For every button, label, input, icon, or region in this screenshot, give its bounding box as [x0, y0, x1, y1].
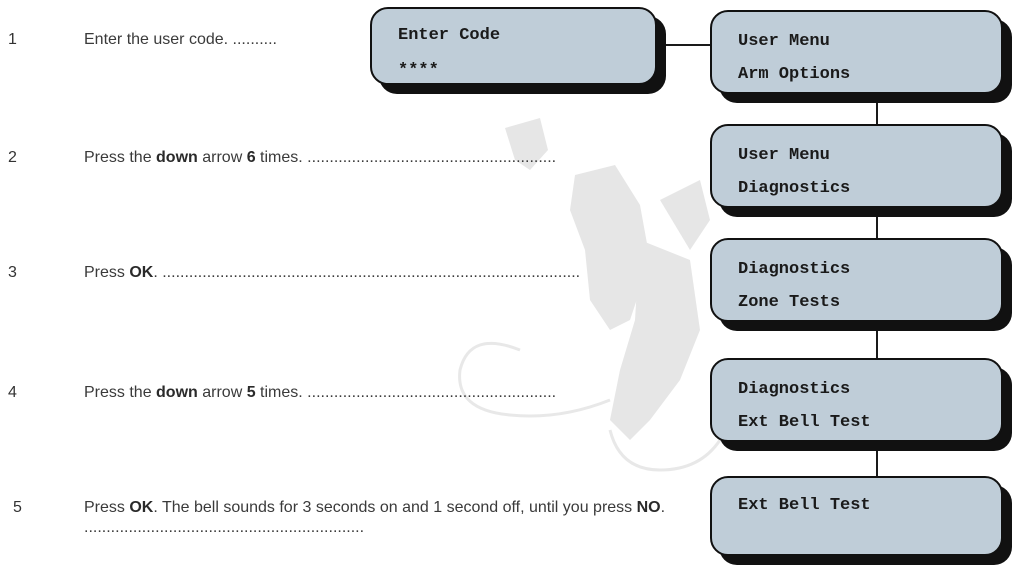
instruction-text: Press the [84, 384, 157, 401]
step-5-number: 5 [13, 499, 22, 516]
lcd-display-ext-bell-test: Ext Bell Test [710, 476, 1012, 565]
lcd-line-1: Ext Bell Test [738, 496, 871, 515]
instruction-text: Press [84, 499, 130, 516]
emphasis-text: 5 [246, 384, 256, 401]
lcd-display-ext-bell-test-menu: Diagnostics Ext Bell Test [710, 358, 1012, 451]
emphasis-text: NO [636, 499, 661, 516]
connector-line-4 [876, 444, 878, 480]
lcd-line-2: Zone Tests [738, 293, 841, 312]
emphasis-text: down [156, 149, 198, 166]
instruction-text: times. .................................… [255, 149, 557, 166]
emphasis-text: 6 [246, 149, 256, 166]
step-2-text: Press the down arrow 6 times. ..........… [84, 148, 684, 168]
instruction-text: Enter the user code. .......... [84, 31, 277, 48]
instruction-text: Press [84, 264, 130, 281]
step-2-number: 2 [8, 149, 17, 166]
lcd-line-1: Diagnostics [738, 380, 851, 399]
connector-line-1 [876, 100, 878, 130]
step-5-text: Press OK. The bell sounds for 3 seconds … [84, 498, 682, 540]
lcd-display-zone-tests: Diagnostics Zone Tests [710, 238, 1012, 331]
lcd-line-1: Enter Code [398, 26, 501, 45]
step-1-number: 1 [8, 31, 17, 48]
step-1-text: Enter the user code. .......... [84, 30, 364, 50]
instruction-text: . ......................................… [153, 264, 581, 281]
step-4-number: 4 [8, 384, 17, 401]
instruction-text: Press the [84, 149, 157, 166]
step-3-number: 3 [8, 264, 17, 281]
lcd-line-1: User Menu [738, 146, 830, 165]
connector-line-2 [876, 210, 878, 240]
lcd-line-1: User Menu [738, 32, 830, 51]
connector-line-horizontal [658, 44, 738, 46]
emphasis-text: OK [129, 499, 154, 516]
step-4-text: Press the down arrow 5 times. ..........… [84, 383, 684, 403]
instruction-text: arrow [197, 384, 247, 401]
emphasis-text: OK [129, 264, 154, 281]
lcd-display-arm-options: User Menu Arm Options [710, 10, 1012, 103]
step-3-text: Press OK. ..............................… [84, 263, 684, 283]
instruction-text: arrow [197, 149, 247, 166]
connector-line-3 [876, 326, 878, 364]
lcd-line-1: Diagnostics [738, 260, 851, 279]
lcd-line-2: Arm Options [738, 65, 851, 84]
instruction-text: . The bell sounds for 3 seconds on and 1… [153, 499, 637, 516]
lcd-line-2: **** [398, 61, 439, 80]
lcd-display-enter-code: Enter Code **** [370, 7, 666, 94]
instruction-text: times. .................................… [255, 384, 557, 401]
instruction-text: . ......................................… [84, 499, 666, 536]
lcd-line-2: Ext Bell Test [738, 413, 871, 432]
emphasis-text: down [156, 384, 198, 401]
lcd-display-diagnostics: User Menu Diagnostics [710, 124, 1012, 217]
lcd-line-2: Diagnostics [738, 179, 851, 198]
